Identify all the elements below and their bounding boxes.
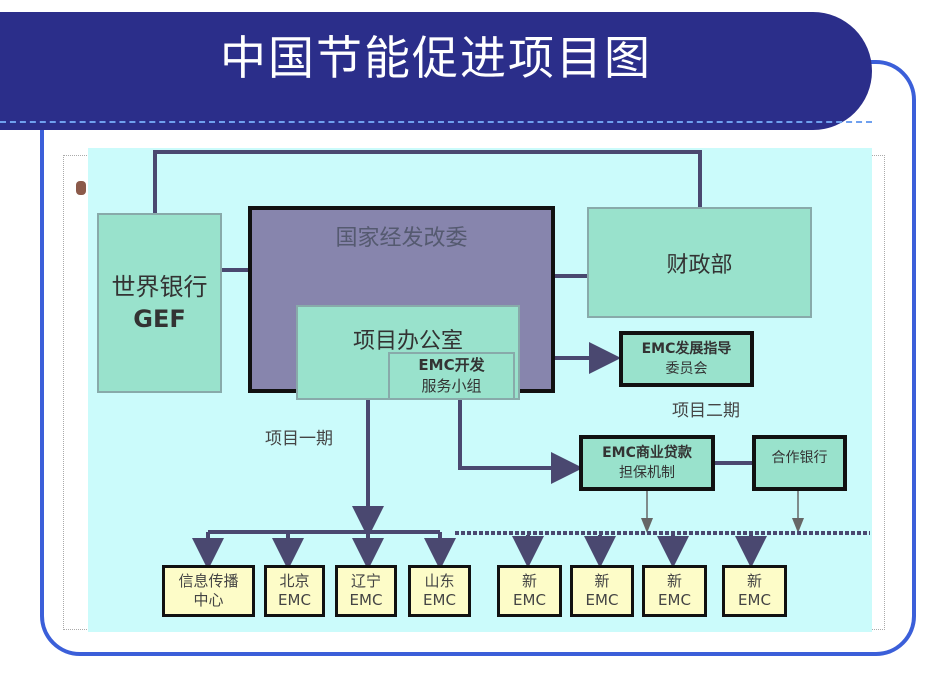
node-label: EMC [278, 591, 311, 609]
node-label: 辽宁 [350, 572, 381, 590]
title-divider [0, 121, 872, 123]
node-label: 项目办公室 [352, 329, 463, 354]
bullet-icon [76, 181, 86, 195]
leaf-info-center: 信息传播中心 [162, 565, 255, 617]
node-label: EMC [349, 591, 383, 609]
node-label: 新 [521, 572, 537, 590]
node-label: EMC [423, 591, 456, 609]
node-emc-loan-guarantee: EMC商业贷款 担保机制 [579, 435, 715, 491]
node-label: 山东 [424, 572, 455, 590]
node-label: 担保机制 [619, 465, 675, 481]
node-mof: 财政部 [587, 207, 812, 318]
node-emc-service-group: EMC开发 服务小组 [388, 352, 515, 400]
node-emc-committee: EMC发展指导 委员会 [619, 331, 754, 387]
node-label: 世界银行 [111, 273, 208, 301]
node-partner-bank: 合作银行 [752, 435, 847, 491]
node-label: 服务小组 [421, 377, 482, 395]
node-label: GEF [133, 305, 186, 333]
top-link-line [153, 150, 702, 213]
node-label: EMC发展指导 [641, 341, 732, 357]
node-label: EMC [738, 591, 771, 609]
slide-title: 中国节能促进项目图 [220, 31, 652, 85]
node-label: 新 [594, 572, 610, 590]
node-label: EMC开发 [418, 356, 485, 374]
service-to-loan-line [458, 400, 583, 484]
node-label: EMC [585, 591, 619, 609]
node-label: EMC [513, 591, 546, 609]
phase2-label: 项目二期 [672, 401, 740, 421]
node-label: 委员会 [665, 361, 708, 377]
node-label: 新 [666, 572, 682, 590]
title-banner [0, 12, 872, 130]
node-label: EMC商业贷款 [602, 445, 692, 461]
node-label: 新 [746, 572, 762, 590]
node-label: 北京 [279, 572, 310, 590]
node-label: 中心 [193, 591, 224, 609]
node-world-bank-gef: 世界银行 GEF [97, 213, 222, 393]
node-label: 合作银行 [771, 450, 828, 466]
node-label: 信息传播 [178, 572, 239, 590]
node-label: EMC [658, 591, 691, 609]
phase1-label: 项目一期 [265, 429, 333, 449]
node-label: 财政部 [666, 252, 733, 278]
node-label: 国家经发改委 [335, 226, 468, 251]
